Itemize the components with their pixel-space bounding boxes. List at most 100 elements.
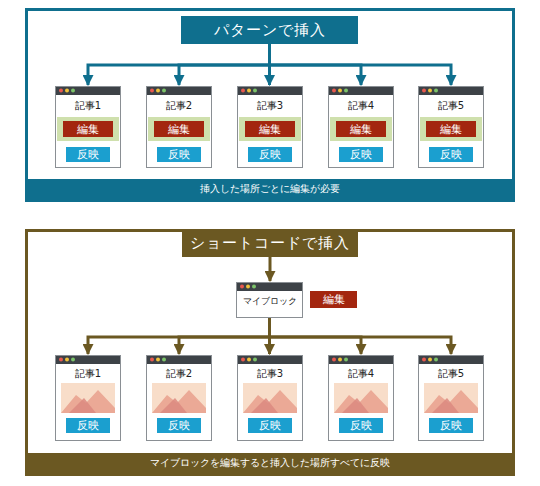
apply-button: 反映 (339, 418, 383, 433)
flow-arrow (88, 318, 270, 354)
apply-label: 反映 (168, 147, 190, 162)
article-window: 記事2反映 (146, 355, 212, 441)
edit-button: 編集 (310, 291, 357, 308)
article-window: 記事3 反映 (237, 355, 303, 441)
window-titlebar (328, 355, 394, 364)
window-body (236, 282, 303, 318)
apply-button: 反映 (429, 147, 473, 162)
apply-label: 反映 (259, 418, 281, 433)
apply-label: 反映 (440, 418, 462, 433)
window-titlebar (418, 86, 484, 95)
article-window: 記事4 編集反映 (328, 86, 394, 168)
article-window: 記事5 編集反映 (418, 86, 484, 168)
apply-label: 反映 (77, 147, 99, 162)
top-window-art (55, 86, 484, 168)
pattern-highlight (148, 117, 210, 141)
article-title: 記事4 (329, 99, 393, 113)
window-titlebar (237, 86, 303, 95)
myblock-window: マイブロック (236, 282, 303, 318)
apply-button: 反映 (157, 147, 201, 162)
edit-button: 編集 (63, 121, 113, 137)
apply-label: 反映 (77, 418, 99, 433)
article-window: 記事5 反映 (418, 355, 484, 441)
section-panel: 挿入した場所ごとに編集が必要パターンで挿入記事1 編集反映 記事2 編集反映 記事3 編集… (25, 8, 515, 202)
window-body (237, 86, 303, 168)
article-picture (334, 383, 388, 413)
pattern-highlight (239, 117, 301, 141)
summary-band: マイブロックを編集すると挿入した場所すべてに反映 (28, 453, 512, 473)
section-heading: ショートコードで挿入 (190, 234, 350, 253)
apply-label: 反映 (259, 147, 281, 162)
window-titlebar (328, 86, 394, 95)
article-window: 記事4 反映 (328, 355, 394, 441)
flow-arrow (179, 44, 270, 85)
window-body (328, 86, 394, 168)
apply-label: 反映 (350, 147, 372, 162)
section-title: パターンで挿入 (181, 16, 358, 44)
summary-band: 挿入した場所ごとに編集が必要 (28, 179, 512, 199)
article-window: 記事1 編集反映 (55, 86, 121, 168)
section-title: ショートコードで挿入 (182, 230, 358, 257)
article-title: 記事3 (238, 367, 302, 381)
window-body (55, 86, 121, 168)
edit-label: 編集 (323, 292, 345, 307)
apply-label: 反映 (168, 418, 190, 433)
window-titlebar (418, 355, 484, 364)
apply-button: 反映 (339, 147, 383, 162)
edit-button: 編集 (426, 121, 476, 137)
article-title: 記事1 (56, 367, 120, 381)
window-body (55, 355, 121, 441)
pattern-highlight (330, 117, 392, 141)
window-titlebar (146, 355, 212, 364)
apply-button: 反映 (429, 418, 473, 433)
edit-button: 編集 (154, 121, 204, 137)
flow-arrow (268, 44, 271, 85)
article-title: 記事5 (419, 367, 483, 381)
window-body (237, 355, 303, 441)
flow-arrow (270, 44, 452, 85)
article-title: 記事1 (56, 99, 120, 113)
article-window: 記事1 反映 (55, 355, 121, 441)
edit-label: 編集 (77, 122, 99, 137)
section-panel: マイブロックを編集すると挿入した場所すべてに反映ショートコードで挿入マイブロック… (25, 229, 515, 476)
edit-button: 編集 (336, 121, 386, 137)
article-picture (243, 383, 297, 413)
window-titlebar (237, 355, 303, 364)
apply-button: 反映 (248, 147, 292, 162)
section-heading: パターンで挿入 (214, 21, 326, 40)
window-body (146, 355, 212, 441)
article-picture (61, 383, 115, 413)
article-title: 記事2 (147, 99, 211, 113)
edit-label: 編集 (259, 122, 281, 137)
flow-arrow (88, 44, 270, 85)
myblock-window-art (236, 282, 303, 318)
edit-label: 編集 (350, 122, 372, 137)
flow-arrow (270, 318, 362, 354)
article-window: 記事2 編集反映 (146, 86, 212, 168)
window-titlebar (146, 86, 212, 95)
apply-button: 反映 (66, 418, 110, 433)
bottom-window-art (55, 355, 484, 441)
apply-button: 反映 (66, 147, 110, 162)
window-body (418, 355, 484, 441)
article-title: 記事5 (419, 99, 483, 113)
window-body (328, 355, 394, 441)
flow-arrow (270, 318, 452, 354)
myblock-label: マイブロック (237, 295, 302, 308)
window-titlebar (55, 355, 121, 364)
apply-button: 反映 (157, 418, 201, 433)
window-body (146, 86, 212, 168)
edit-label: 編集 (440, 122, 462, 137)
apply-label: 反映 (440, 147, 462, 162)
flow-arrow (179, 318, 270, 354)
article-title: 記事3 (238, 99, 302, 113)
window-titlebar (55, 86, 121, 95)
article-picture (152, 383, 206, 413)
article-title: 記事4 (329, 367, 393, 381)
apply-label: 反映 (350, 418, 372, 433)
article-window: 記事3 編集反映 (237, 86, 303, 168)
flow-arrow (269, 257, 272, 281)
apply-button: 反映 (248, 418, 292, 433)
